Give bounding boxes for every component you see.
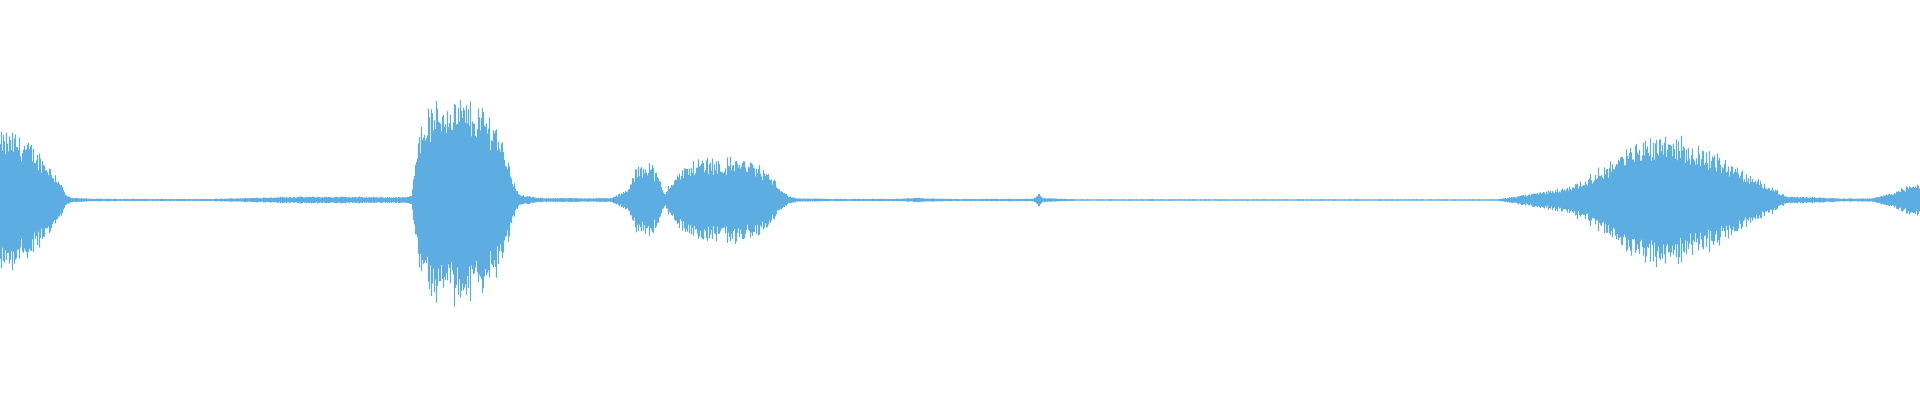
waveform-bars (0, 99, 1920, 307)
